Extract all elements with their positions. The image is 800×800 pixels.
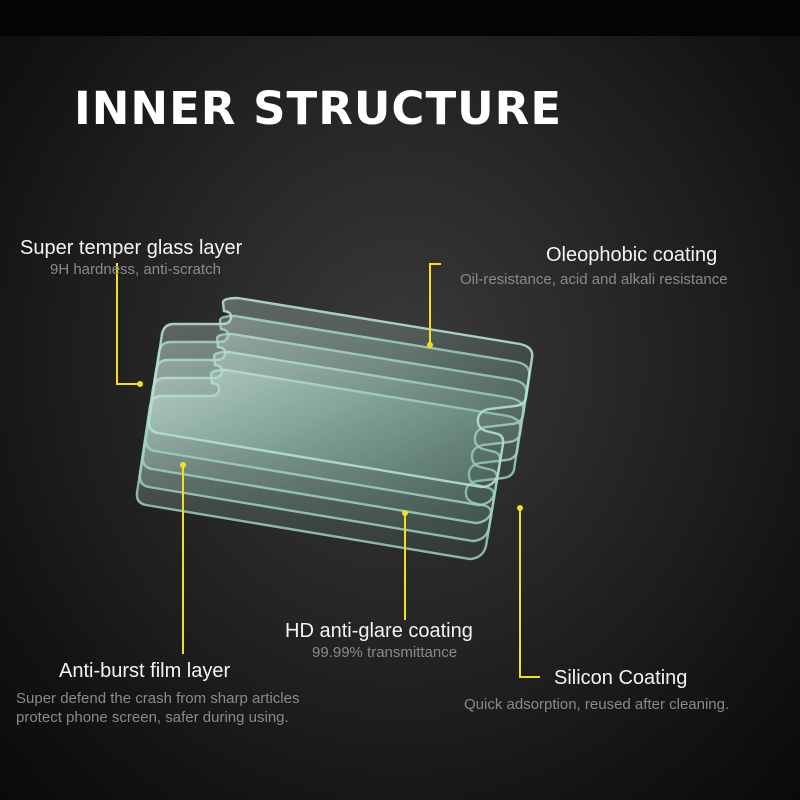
callout-super-temper-glass: Super temper glass layer 9H hardness, an… xyxy=(20,237,242,279)
callout-oleophobic-coating: Oleophobic coating Oil-resistance, acid … xyxy=(460,244,728,289)
layer-name: Super temper glass layer xyxy=(20,237,243,259)
callout-line-silicon xyxy=(519,508,540,678)
callout-dot-silicon xyxy=(517,505,523,511)
callout-dot-hd xyxy=(402,510,408,516)
layer-description: Oil-resistance, acid and alkali resistan… xyxy=(460,271,728,288)
callout-silicon-coating: Silicon Coating Quick adsorption, reused… xyxy=(464,667,729,714)
layer-description-2: protect phone screen, safer during using… xyxy=(16,709,289,726)
top-band xyxy=(0,0,800,36)
layer-description: 9H hardness, anti-scratch xyxy=(50,261,221,278)
callout-anti-burst-film: Anti-burst film layer Super defend the c… xyxy=(16,660,299,727)
callout-dot-oleo xyxy=(427,342,433,348)
page-title: INNER STRUCTURE xyxy=(74,82,563,135)
layer-name: HD anti-glare coating xyxy=(285,620,473,642)
layer-description: Super defend the crash from sharp articl… xyxy=(16,690,300,707)
callout-hd-anti-glare: HD anti-glare coating 99.99% transmittan… xyxy=(285,620,473,662)
callout-line-oleo xyxy=(429,263,441,343)
callout-line-super xyxy=(116,263,138,385)
layer-description: Quick adsorption, reused after cleaning. xyxy=(464,696,730,713)
callout-dot-super xyxy=(137,381,143,387)
callout-dot-anti xyxy=(180,462,186,468)
layer-description: 99.99% transmittance xyxy=(312,644,458,661)
layer-name: Oleophobic coating xyxy=(546,244,718,266)
layer-name: Anti-burst film layer xyxy=(59,660,231,682)
layer-name: Silicon Coating xyxy=(554,667,688,689)
